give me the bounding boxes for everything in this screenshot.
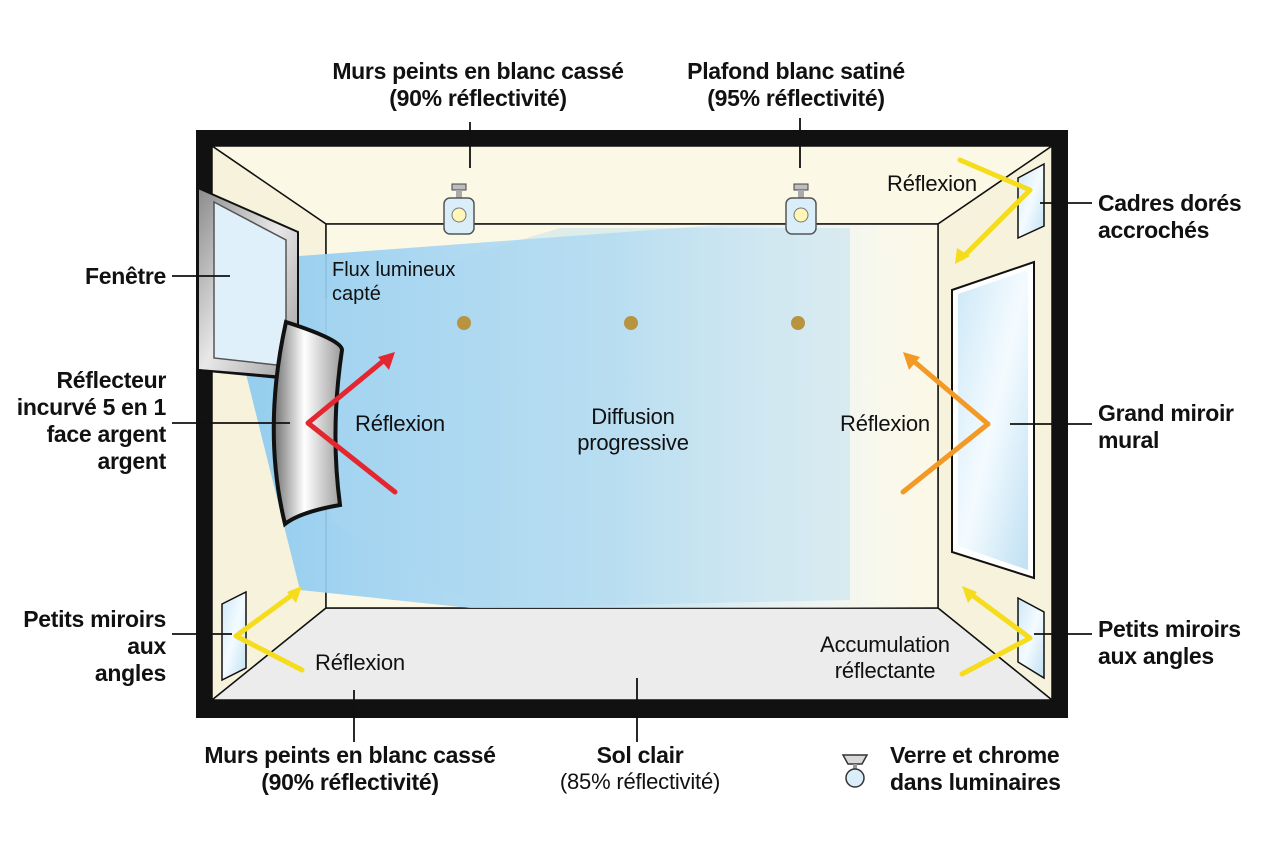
ceiling-light-left (443, 183, 475, 235)
annotation-flux: Flux lumineux capté (332, 258, 455, 306)
label-reflector: Réflecteur incurvé 5 en 1 face argent ar… (6, 367, 167, 475)
light-beam (218, 225, 940, 608)
label-frames-line1: Cadres dorés (1098, 190, 1242, 216)
label-big-mirror-line2: mural (1098, 427, 1160, 453)
label-window-line1: Fenêtre (85, 263, 166, 289)
big-mirror-glass (958, 270, 1028, 570)
label-floor-line1: Sol clair (596, 742, 684, 768)
label-fixtures: Verre et chrome dans luminaires (890, 742, 1061, 796)
label-walls-bottom: Murs peints en blanc cassé (90% réflecti… (190, 742, 510, 796)
label-small-mirrors-left-line3: angles (94, 660, 166, 686)
annotation-flux-line2: capté (332, 283, 381, 305)
label-window: Fenêtre (40, 263, 166, 290)
label-walls-top-line1: Murs peints en blanc cassé (332, 58, 624, 84)
annotation-diffusion-line1: Diffusion (591, 404, 675, 429)
label-reflector-line4: argent (97, 448, 167, 474)
yellow-arrow-bottom-right (959, 589, 1033, 677)
annotation-reflexion-top-right: Réflexion (887, 171, 977, 196)
label-floor: Sol clair (85% réflectivité) (530, 742, 750, 795)
annotation-flux-line1: Flux lumineux (332, 259, 456, 281)
label-walls-bottom-line2: (90% réflectivité) (261, 769, 439, 795)
red-reflection-arrow (305, 354, 398, 495)
annotation-reflexion-right: Réflexion (840, 411, 930, 436)
label-frames: Cadres dorés accrochés (1098, 190, 1242, 244)
label-reflector-line3: face argent (46, 421, 167, 447)
label-ceiling: Plafond blanc satiné (95% réflectivité) (666, 58, 926, 112)
label-big-mirror-line1: Grand miroir (1098, 400, 1234, 426)
annotation-accumulation-line1: Accumulation (820, 632, 950, 657)
label-ceiling-line2: (95% réflectivité) (707, 85, 885, 111)
gold-dot-3 (791, 316, 805, 330)
label-small-mirrors-right-line2: aux angles (1098, 643, 1214, 669)
annotation-reflexion-bottom-left: Réflexion (315, 650, 405, 675)
label-small-mirrors-right: Petits miroirs aux angles (1098, 616, 1241, 670)
label-fixtures-line1: Verre et chrome (890, 742, 1060, 768)
label-fixtures-line2: dans luminaires (890, 769, 1061, 795)
fixture-legend-icon (841, 754, 869, 788)
label-small-mirrors-left-line2: aux (127, 633, 166, 659)
label-frames-line2: accrochés (1098, 217, 1210, 243)
annotation-diffusion: Diffusion progressive (550, 404, 716, 456)
gold-dot-1 (457, 316, 471, 330)
label-ceiling-line1: Plafond blanc satiné (687, 58, 905, 84)
orange-reflection-arrow (900, 355, 991, 495)
label-small-mirrors-left-line1: Petits miroirs (23, 606, 166, 632)
leader-lines (172, 118, 1092, 742)
label-big-mirror: Grand miroir mural (1098, 400, 1234, 454)
yellow-arrow-top-right (957, 157, 1033, 261)
annotation-reflexion-left: Réflexion (355, 411, 445, 436)
small-mirror-top-right (1017, 162, 1045, 240)
label-small-mirrors-right-line1: Petits miroirs (1098, 616, 1241, 642)
label-walls-bottom-line1: Murs peints en blanc cassé (204, 742, 496, 768)
yellow-arrow-bottom-left (233, 589, 305, 673)
label-reflector-line2: incurvé 5 en 1 (16, 394, 167, 420)
label-reflector-line1: Réflecteur (56, 367, 167, 393)
ceiling-light-right (785, 183, 817, 235)
label-floor-line2: (85% réflectivité) (559, 769, 721, 794)
annotation-accumulation: Accumulation réflectante (800, 632, 970, 684)
gold-dot-2 (624, 316, 638, 330)
light-beam-inner (320, 228, 850, 608)
annotation-diffusion-line2: progressive (577, 430, 689, 455)
label-small-mirrors-left: Petits miroirs aux angles (6, 606, 166, 687)
annotation-accumulation-line2: réflectante (834, 658, 936, 683)
label-walls-top: Murs peints en blanc cassé (90% réflecti… (318, 58, 638, 112)
label-walls-top-line2: (90% réflectivité) (389, 85, 567, 111)
